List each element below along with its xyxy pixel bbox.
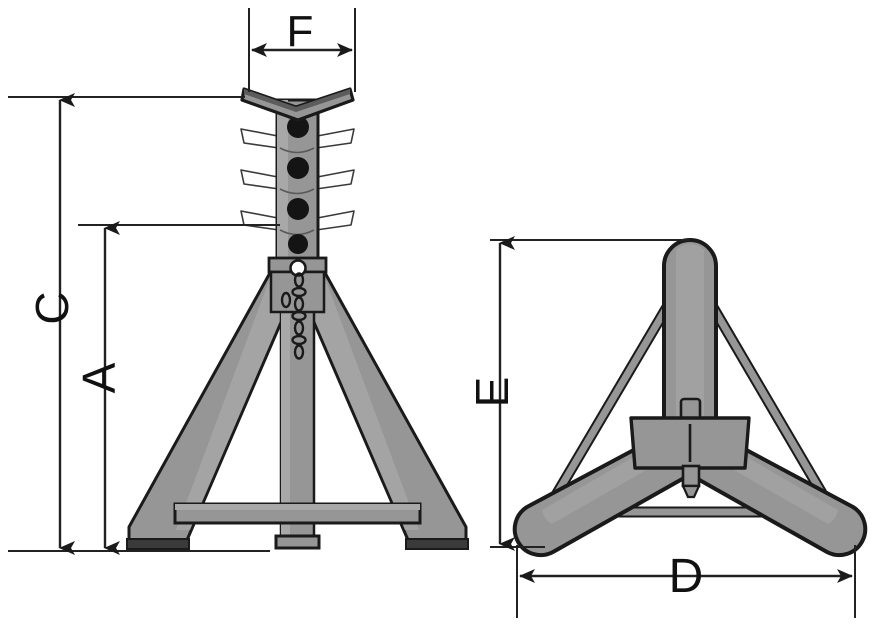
saddle xyxy=(240,87,355,122)
dimension-D: D xyxy=(516,545,856,618)
top-view xyxy=(512,238,868,558)
chain-link-3 xyxy=(293,296,305,312)
dimension-label-A: A xyxy=(73,362,125,393)
front-tie-bar xyxy=(173,502,422,525)
front-view xyxy=(126,87,469,550)
front-feet xyxy=(126,538,469,550)
post-seam-1 xyxy=(279,147,315,154)
post-highlight xyxy=(277,100,288,270)
ratchet-post xyxy=(275,98,320,272)
top-view-tie-frame xyxy=(540,262,839,518)
dimension-label-F: F xyxy=(287,7,314,56)
ratchet-collar xyxy=(267,256,328,314)
safety-chain xyxy=(280,272,307,360)
post-hole-1 xyxy=(287,116,309,138)
front-right-leg-highlight xyxy=(294,262,419,530)
chain-link-5 xyxy=(293,320,305,336)
dimension-label-C: C xyxy=(26,291,78,324)
post-hole-3 xyxy=(287,198,309,220)
post-hole-2 xyxy=(287,157,309,179)
front-view-legs xyxy=(127,260,468,542)
dimension-E: E xyxy=(466,236,690,551)
post-hole-4 xyxy=(288,234,308,254)
dimension-F: F xyxy=(248,7,356,92)
tie-bar-highlight xyxy=(175,504,420,510)
chain-link-7 xyxy=(293,344,305,360)
front-left-leg-highlight xyxy=(176,262,301,530)
saddle-top-shadow xyxy=(244,89,350,112)
chain-link-4 xyxy=(291,310,307,322)
front-right-foot-pad xyxy=(405,538,469,550)
dimension-A: A xyxy=(73,221,280,555)
chain-link-side xyxy=(280,291,292,309)
center-column-foot xyxy=(274,534,321,550)
tie-frame-fill xyxy=(542,264,837,516)
chain-link-1 xyxy=(293,272,305,288)
top-center-pin-lower xyxy=(681,464,701,488)
chain-link-6 xyxy=(291,334,307,346)
center-column-highlight xyxy=(281,290,290,538)
chain-link-2 xyxy=(291,286,307,298)
top-center-pin-tip xyxy=(681,484,701,499)
collar-body xyxy=(269,270,326,314)
dimension-label-D: D xyxy=(669,550,704,603)
dimension-C: C xyxy=(8,93,270,555)
post-seam-2 xyxy=(279,188,315,195)
top-center-assembly xyxy=(629,397,751,499)
collar-eyelet xyxy=(289,259,307,277)
front-left-foot-pad xyxy=(126,538,190,550)
dimension-label-E: E xyxy=(466,377,518,408)
